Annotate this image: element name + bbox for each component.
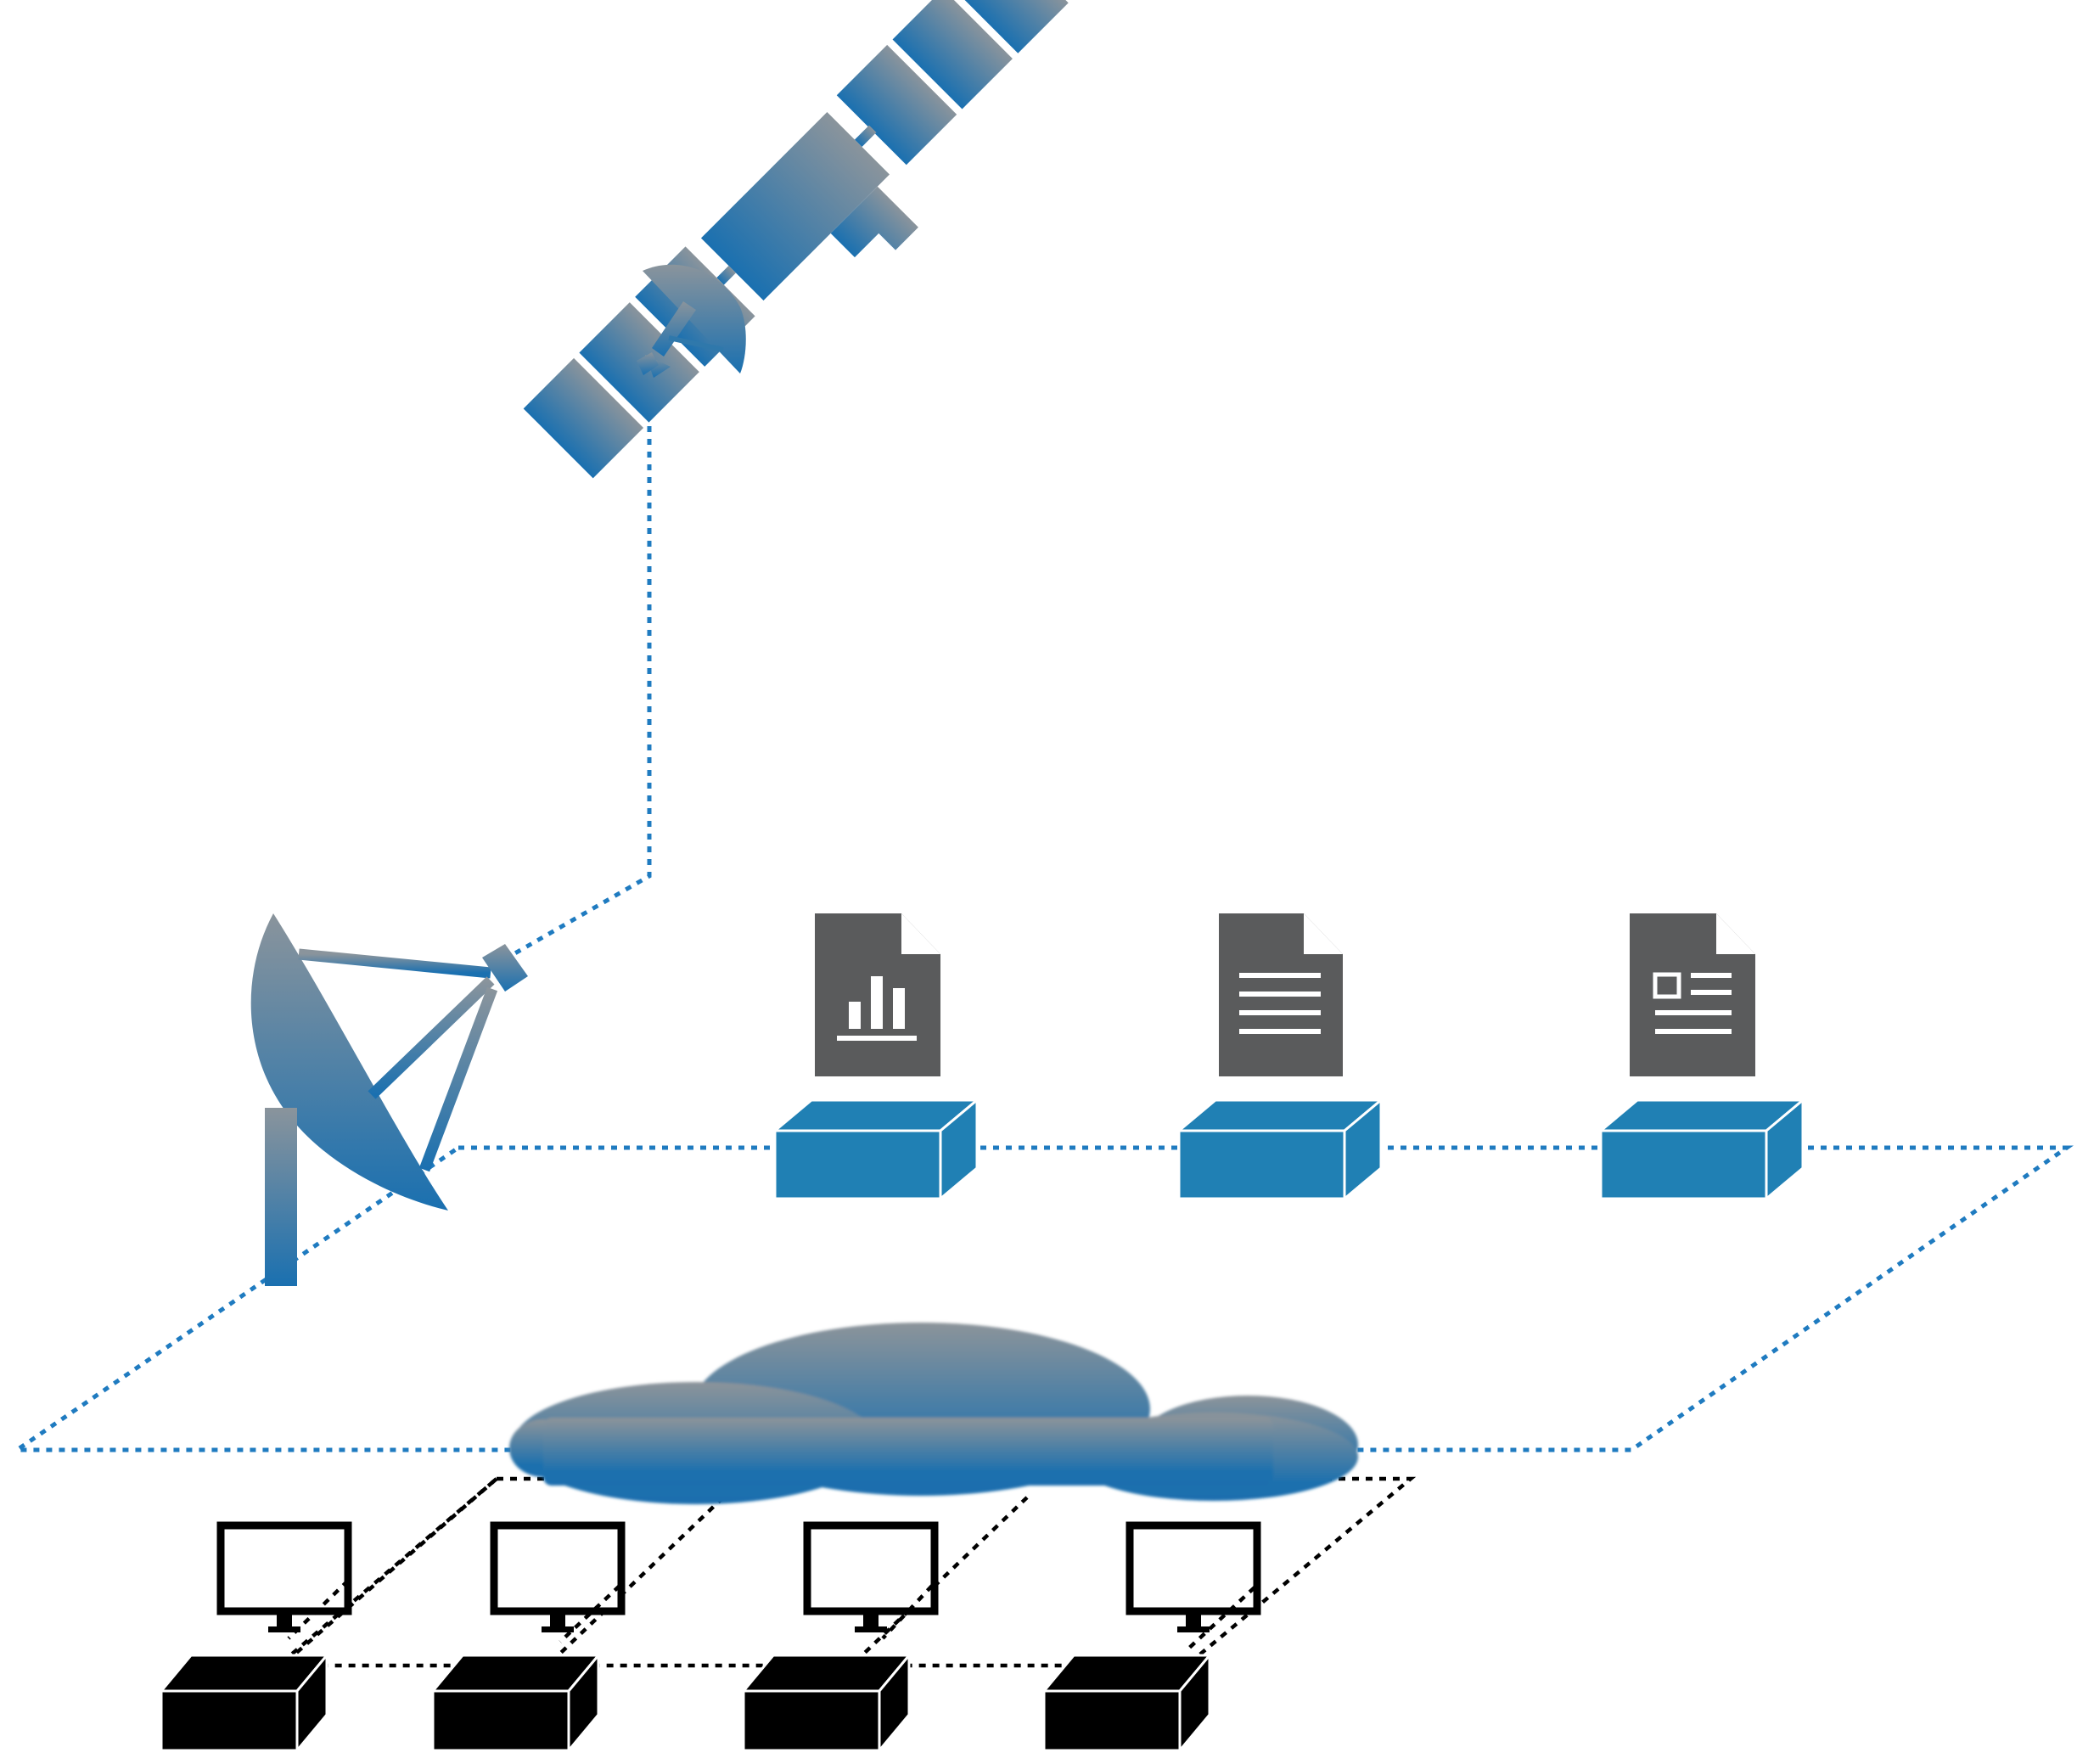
satellite-icon	[523, 0, 1069, 479]
report-chart-document-icon	[815, 913, 940, 1076]
server-1	[771, 913, 981, 1202]
text-document-icon	[1219, 913, 1343, 1076]
satellite-dish-icon	[250, 913, 528, 1286]
monitor-icon	[803, 1521, 939, 1632]
client-box-icon	[429, 1651, 602, 1755]
client-1	[158, 1521, 352, 1755]
satellite-downlink	[506, 375, 652, 960]
form-document-icon	[1630, 913, 1755, 1076]
monitor-icon	[216, 1521, 352, 1632]
server-box-icon	[1597, 1097, 1807, 1202]
monitor-icon	[1126, 1521, 1261, 1632]
client-4	[1041, 1521, 1261, 1755]
monitor-icon	[490, 1521, 626, 1632]
cloud-icon	[509, 1323, 1358, 1504]
client-3	[740, 1521, 939, 1755]
satellite-antenna-icon	[637, 264, 746, 378]
client-2	[429, 1521, 626, 1755]
client-link-ticks	[287, 1579, 1256, 1652]
server-box-icon	[771, 1097, 981, 1202]
server-2	[1175, 913, 1385, 1202]
server-3	[1597, 913, 1807, 1202]
server-box-icon	[1175, 1097, 1385, 1202]
client-box-icon	[740, 1651, 912, 1755]
server-plane-outline	[9, 1145, 2074, 1452]
client-drop-lines	[280, 1477, 498, 1667]
client-box-icon	[1041, 1651, 1213, 1755]
client-box-icon	[158, 1651, 330, 1755]
blue-network-links	[9, 375, 2074, 1452]
